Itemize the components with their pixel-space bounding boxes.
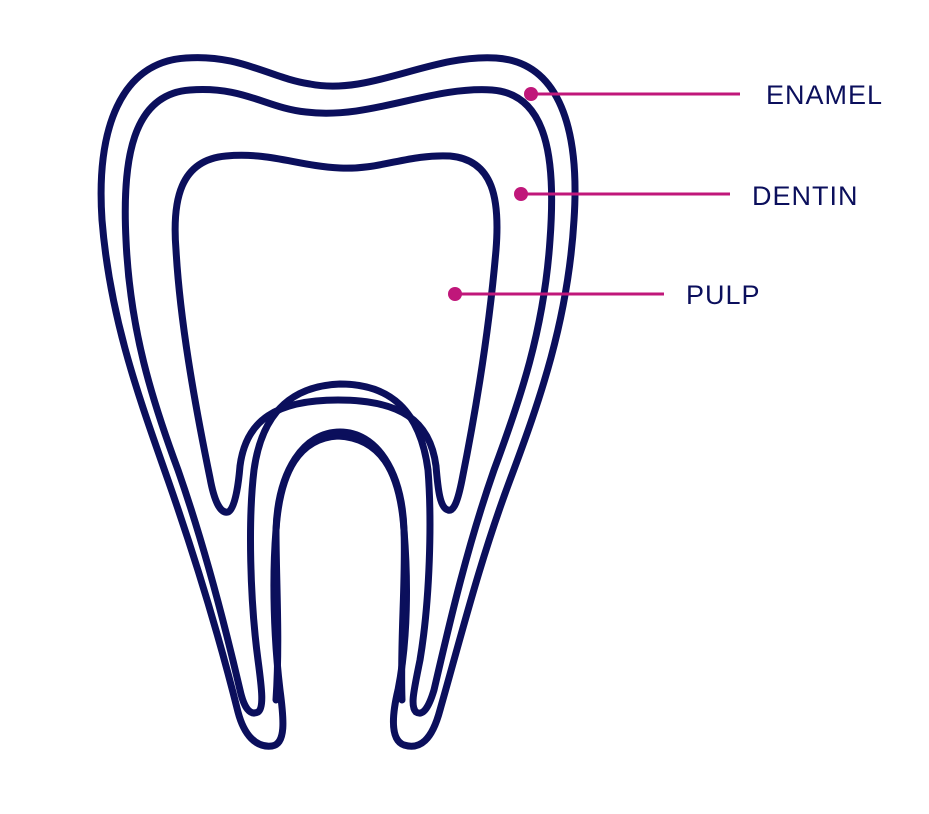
enamel-pointer [524,87,740,101]
dentin-outline [121,86,556,717]
root-canal [272,428,408,704]
enamel-label: ENAMEL [766,80,883,110]
enamel-leader-dot [524,87,538,101]
enamel-outline [97,54,579,750]
pulp-chamber [171,151,501,516]
dentin-leader-dot [514,187,528,201]
pulp-label: PULP [686,280,761,310]
pulp-leader-dot [448,287,462,301]
dentin-label: DENTIN [752,181,859,211]
dentin-pointer [514,187,730,201]
pulp-pointer [448,287,664,301]
